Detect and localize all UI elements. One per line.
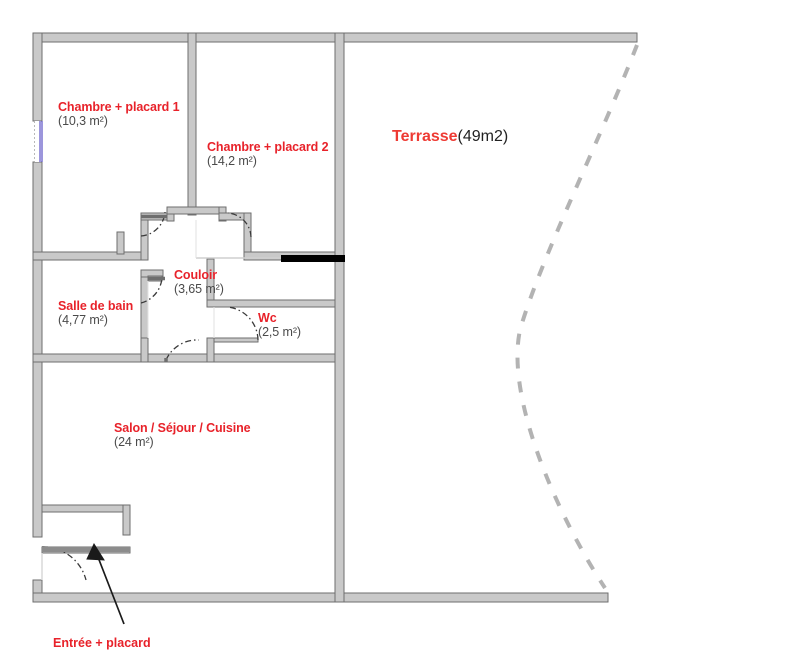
terrasse-door-opening-black [281,255,345,262]
wall-wc-left-lower [206,337,215,363]
wall-between-chambres [187,32,197,216]
wall-corridor-bottom [147,353,208,363]
wall-bottom-apartment [32,592,336,603]
wall-sdb-bottom [32,353,149,363]
wall-wc-bottom [206,353,336,363]
door-swing-chambre2 [227,212,252,238]
wall-corridor-niche-top [166,206,227,215]
door-leaf-entree [42,547,130,552]
wall-bottom-terrasse [334,592,609,603]
door-swing-corridor-salon [165,339,200,361]
interior-guide-lines [147,220,215,338]
wall-chambre1-placard-stub [116,231,125,255]
door-swing-chambre1 [140,211,166,237]
door-swing-salle-de-bain [140,276,163,304]
entree-arrow [86,542,125,625]
wall-entry-placard-right [122,504,131,536]
window-chambre1 [34,121,43,162]
wall-chambre1-bottom [32,251,142,261]
wc-door-leaf [213,337,259,343]
wall-center-vertical [334,32,345,603]
door-leaf-group [141,214,168,362]
wall-group [32,32,638,603]
wall-wc-top [206,299,336,308]
terrasse-boundary-dashed [515,44,639,590]
door-swing-entree [41,546,87,581]
door-swing-wc [227,306,259,341]
wall-corridor-bottom-left [140,337,149,363]
wall-left-exterior-lower [32,161,43,538]
door-swing-group [41,211,259,581]
wall-left-exterior-upper [32,32,43,122]
wall-entry-placard-top [41,504,131,513]
